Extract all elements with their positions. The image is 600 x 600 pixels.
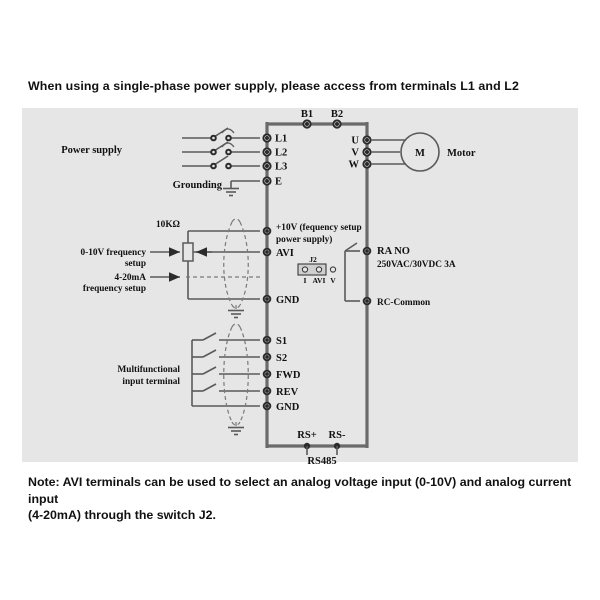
potentiometer-label: 10KΩ (156, 220, 181, 230)
analog-shield-left (223, 221, 233, 306)
jumper-pin-label-avi: AVI (313, 276, 326, 285)
multifunction-label-2: input terminal (122, 377, 180, 387)
terminal-label-s1: S1 (276, 336, 287, 347)
jumper-pin-i[interactable] (301, 266, 309, 273)
power-supply-label: Power supply (61, 145, 123, 156)
footer-note-line-2: (4-20mA) through the switch J2. (28, 508, 216, 522)
terminal-label-l3: L3 (275, 162, 287, 173)
footer-note-line-1: Note: AVI terminals can be used to selec… (28, 475, 572, 506)
analog-shield-right (239, 221, 249, 306)
terminal-label-l2: L2 (275, 148, 287, 159)
jumper-cap[interactable] (297, 263, 327, 276)
terminal-label-b1: B1 (301, 109, 313, 120)
motor-symbol-label: M (415, 148, 425, 159)
jumper-pin-label-v: V (330, 276, 336, 285)
terminal-label-gnd-analog: GND (276, 295, 300, 306)
jumper-j2-group[interactable]: J2 I AVI V (297, 255, 337, 285)
motor-symbol-circle (400, 132, 440, 172)
terminal-label-rc: RC-Common (377, 298, 431, 308)
terminal-label-ra: RA NO (377, 246, 410, 257)
terminal-label-rs-plus: RS+ (297, 430, 316, 441)
rs485-group: RS+ RS- RS485 (267, 430, 367, 467)
terminal-label-10v-1: +10V (fequency setup (276, 222, 362, 233)
footer-note: Note: AVI terminals can be used to selec… (28, 474, 580, 524)
current-source-label-2: frequency setup (83, 284, 146, 294)
terminal-label-l1: L1 (275, 134, 287, 145)
terminal-label-w: W (349, 160, 360, 171)
terminal-label-s2: S2 (276, 353, 287, 364)
digital-shield-left (223, 326, 233, 423)
motor-output-group: U V W M Motor (349, 132, 476, 172)
jumper-pin-v[interactable] (329, 266, 337, 273)
terminal-label-v: V (351, 148, 359, 159)
rs485-bus-label: RS485 (307, 456, 336, 467)
terminal-label-rev: REV (276, 387, 299, 398)
multifunction-label-1: Multifunctional (118, 365, 181, 375)
multifunction-input-group: Multifunctional input terminal (118, 323, 301, 436)
jumper-pin-label-i: I (304, 276, 307, 285)
terminal-label-b2: B2 (331, 109, 343, 120)
terminal-label-gnd-digital: GND (276, 402, 300, 413)
voltage-source-label-1: 0-10V frequency (80, 248, 146, 258)
jumper-pin-avi[interactable] (315, 266, 323, 273)
terminal-label-u: U (351, 136, 359, 147)
relay-contact-blade (344, 242, 358, 252)
power-supply-group: Power supply (61, 127, 287, 173)
voltage-source-label-2: setup (125, 259, 146, 269)
braking-terminals-group: B1 B2 (267, 109, 367, 129)
motor-label: Motor (447, 148, 476, 159)
jumper-j2-label: J2 (309, 255, 317, 264)
potentiometer-symbol (182, 242, 194, 262)
terminal-label-10v-2: power supply) (276, 234, 332, 245)
grounding-group: Grounding E (173, 176, 282, 197)
terminal-label-avi: AVI (276, 248, 294, 259)
diagram-panel (22, 108, 578, 462)
digital-shield-right (239, 326, 249, 423)
grounding-label: Grounding (173, 180, 223, 191)
current-source-label-1: 4-20mA (115, 273, 147, 283)
header-note: When using a single-phase power supply, … (28, 79, 519, 93)
terminal-label-rs-minus: RS- (329, 430, 346, 441)
relay-rating-label: 250VAC/30VDC 3A (377, 260, 456, 270)
analog-input-group: 10KΩ 0-10V frequency setup 4-20mA freque… (80, 218, 362, 319)
terminal-label-e: E (275, 177, 282, 188)
relay-output-group: RA NO 250VAC/30VDC 3A RC-Common (344, 242, 456, 308)
terminal-label-fwd: FWD (276, 370, 301, 381)
